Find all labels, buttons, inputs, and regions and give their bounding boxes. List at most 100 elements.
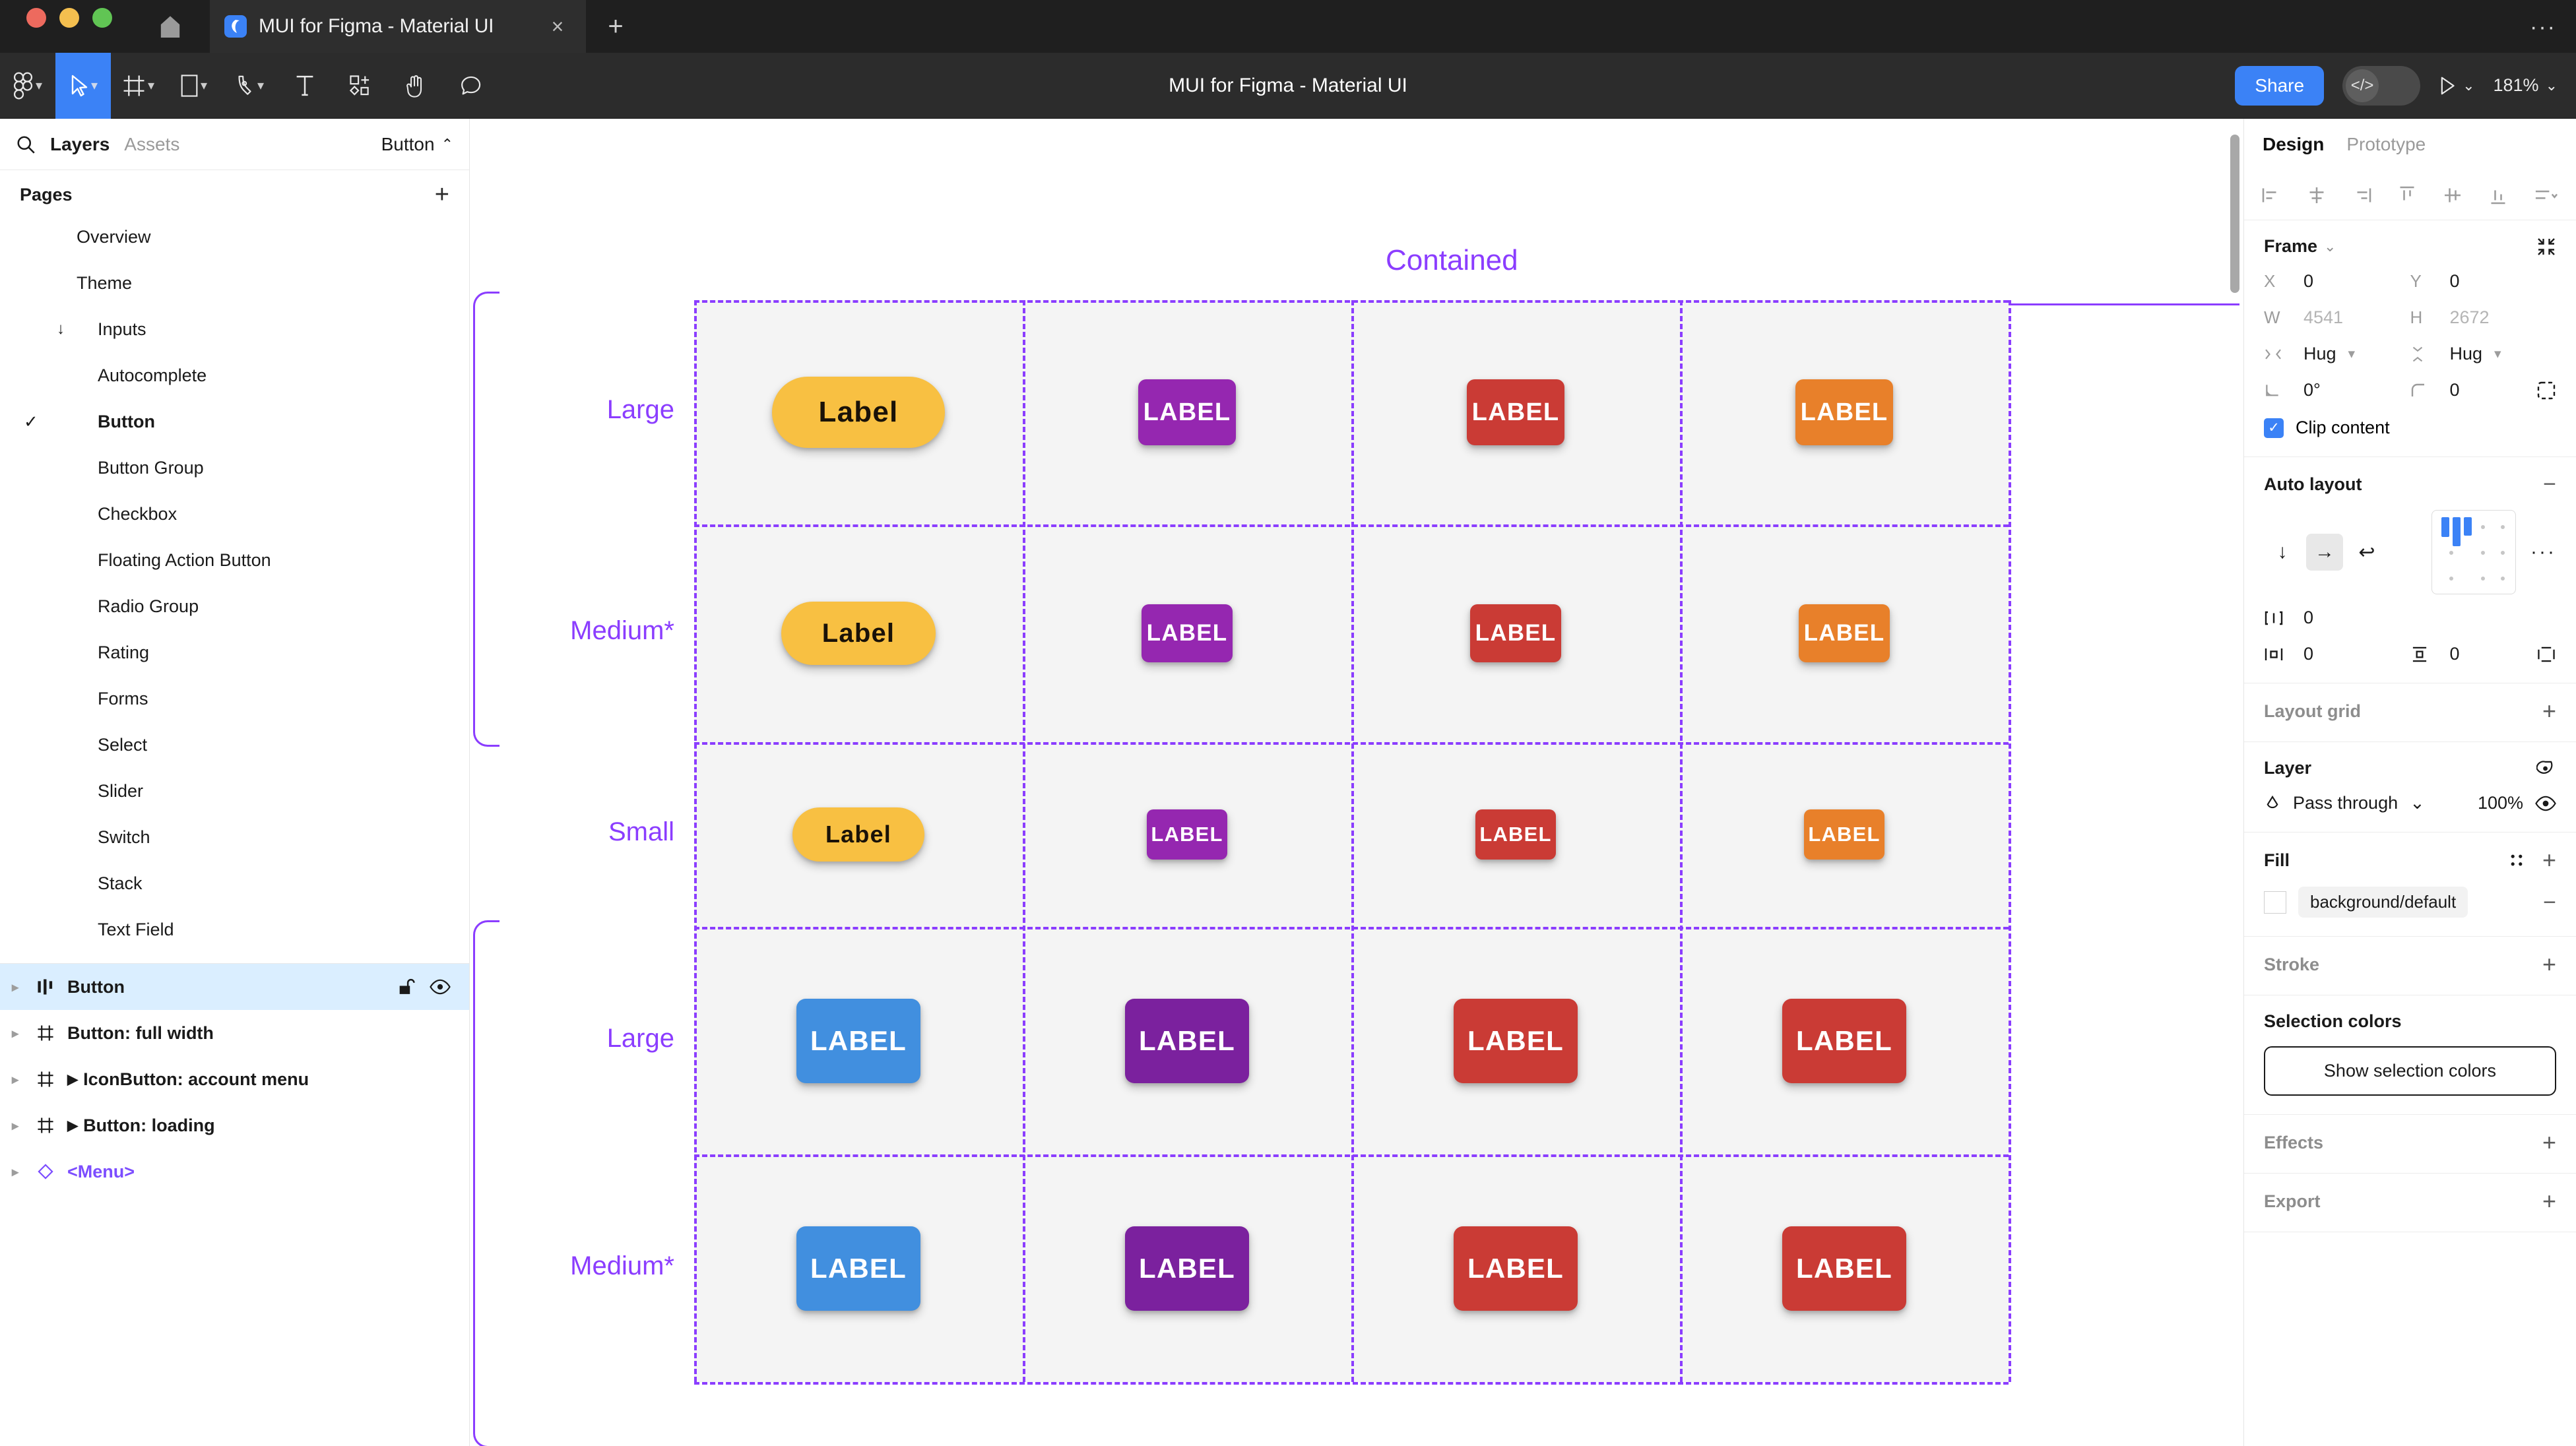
page-item-floating-action-button[interactable]: Floating Action Button <box>0 537 469 583</box>
add-effect-button[interactable]: + <box>2542 1129 2556 1156</box>
align-horizontal-center-icon[interactable] <box>2307 185 2327 205</box>
expand-layer-icon[interactable]: ▸ <box>11 980 19 995</box>
clip-content-checkbox[interactable]: ✓ <box>2264 418 2284 438</box>
resources-tool[interactable] <box>333 53 388 119</box>
close-window-button[interactable] <box>26 8 46 28</box>
close-tab-button[interactable]: × <box>551 14 564 38</box>
page-item-overview[interactable]: Overview <box>0 214 469 260</box>
maximize-window-button[interactable] <box>92 8 112 28</box>
page-item-rating[interactable]: Rating <box>0 629 469 676</box>
frame-tool[interactable]: ▾ <box>111 53 166 119</box>
mui-button[interactable]: LABEL <box>1467 379 1564 445</box>
page-item-theme[interactable]: Theme <box>0 260 469 306</box>
direction-wrap-button[interactable]: ↩ <box>2358 541 2375 563</box>
move-tool[interactable]: ▾ <box>55 52 111 119</box>
mui-button[interactable]: LABEL <box>1454 1226 1578 1311</box>
minimize-window-button[interactable] <box>59 8 79 28</box>
individual-padding-icon[interactable] <box>2536 646 2556 663</box>
text-tool[interactable] <box>277 53 333 119</box>
vertical-padding-field[interactable]: 0 <box>2410 644 2557 664</box>
chevron-down-icon[interactable]: ⌄ <box>2324 237 2336 255</box>
auto-layout-more-button[interactable]: ··· <box>2530 541 2556 563</box>
mui-button[interactable]: LABEL <box>1804 809 1884 860</box>
mui-button[interactable]: Label <box>781 602 936 665</box>
horizontal-padding-field[interactable]: 0 <box>2264 644 2410 664</box>
canvas-vertical-scrollbar[interactable] <box>2230 135 2239 293</box>
page-item-forms[interactable]: Forms <box>0 676 469 722</box>
mui-button[interactable]: LABEL <box>1125 1226 1249 1311</box>
mui-button[interactable]: LABEL <box>796 1226 920 1311</box>
figma-canvas[interactable]: Contained Primary*SecondaryErrorWarningL… <box>470 119 2243 1446</box>
horizontal-resizing-field[interactable]: Hug▾ <box>2264 344 2410 364</box>
show-selection-colors-button[interactable]: Show selection colors <box>2264 1046 2556 1096</box>
browser-menu-button[interactable]: ··· <box>2530 15 2556 40</box>
comment-tool[interactable] <box>443 53 499 119</box>
layer-row[interactable]: ▸<Menu> <box>0 1148 469 1195</box>
mui-button[interactable]: LABEL <box>1470 604 1561 662</box>
mui-button[interactable]: LABEL <box>1138 379 1236 445</box>
mui-button[interactable]: LABEL <box>1795 379 1893 445</box>
styles-icon[interactable] <box>2508 852 2525 869</box>
align-vertical-center-icon[interactable] <box>2443 185 2463 205</box>
page-item-slider[interactable]: Slider <box>0 768 469 814</box>
shape-tool[interactable]: ▾ <box>166 53 222 119</box>
clip-content-row[interactable]: ✓ Clip content <box>2264 418 2556 438</box>
hand-tool[interactable] <box>388 53 443 119</box>
vertical-resizing-field[interactable]: Hug▾ <box>2410 344 2557 364</box>
fill-swatch[interactable] <box>2264 891 2286 914</box>
page-item-button[interactable]: ✓Button <box>0 398 469 445</box>
opacity-value[interactable]: 100% <box>2477 793 2523 813</box>
distribute-icon[interactable] <box>2534 185 2559 205</box>
add-export-button[interactable]: + <box>2542 1187 2556 1214</box>
gap-field[interactable]: 0 <box>2264 608 2410 628</box>
layer-row[interactable]: ▸▶Button: loading <box>0 1102 469 1148</box>
collapse-icon[interactable] <box>2536 237 2556 257</box>
mui-button[interactable]: LABEL <box>1454 998 1578 1083</box>
page-item-switch[interactable]: Switch <box>0 814 469 860</box>
align-top-icon[interactable] <box>2397 185 2417 205</box>
share-button[interactable]: Share <box>2235 65 2325 106</box>
new-tab-button[interactable]: + <box>608 11 624 41</box>
present-button[interactable]: ⌄ <box>2439 76 2475 96</box>
page-item-checkbox[interactable]: Checkbox <box>0 491 469 537</box>
align-bottom-icon[interactable] <box>2488 185 2508 205</box>
dev-mode-toggle[interactable]: </> <box>2342 65 2421 106</box>
blend-mode-row[interactable]: Pass through ⌄ 100% <box>2264 793 2556 813</box>
mui-button[interactable]: LABEL <box>1782 998 1906 1083</box>
alignment-picker[interactable] <box>2431 510 2516 594</box>
fill-item[interactable]: background/default − <box>2264 887 2556 918</box>
page-item-radio-group[interactable]: Radio Group <box>0 583 469 629</box>
page-item-select[interactable]: Select <box>0 722 469 768</box>
remove-fill-button[interactable]: − <box>2543 889 2556 915</box>
align-left-icon[interactable] <box>2261 185 2281 205</box>
tab-layers[interactable]: Layers <box>50 133 110 154</box>
browser-tab[interactable]: MUI for Figma - Material UI × <box>210 0 586 53</box>
mui-button[interactable]: LABEL <box>1147 809 1227 860</box>
add-page-button[interactable]: + <box>434 181 449 208</box>
figma-menu-button[interactable]: ▾ <box>0 53 55 119</box>
eye-icon[interactable] <box>430 979 451 995</box>
unlock-icon[interactable] <box>397 978 415 996</box>
current-page-selector[interactable]: Button ⌃ <box>381 134 453 155</box>
mask-icon[interactable] <box>2536 760 2556 777</box>
mui-button[interactable]: LABEL <box>1142 604 1233 662</box>
page-item-text-field[interactable]: Text Field <box>0 906 469 953</box>
mui-button[interactable]: Label <box>792 807 924 862</box>
align-right-icon[interactable] <box>2352 185 2372 205</box>
mui-button[interactable]: LABEL <box>1475 809 1556 860</box>
search-icon[interactable] <box>16 135 36 154</box>
page-item-autocomplete[interactable]: Autocomplete <box>0 352 469 398</box>
expand-layer-icon[interactable]: ▸ <box>11 1026 19 1041</box>
layer-row[interactable]: ▸Button: full width <box>0 1010 469 1056</box>
add-stroke-button[interactable]: + <box>2542 951 2556 978</box>
mui-button[interactable]: LABEL <box>1125 998 1249 1083</box>
home-icon[interactable] <box>131 0 210 53</box>
corner-radius-field[interactable]: 0 <box>2410 380 2557 400</box>
layer-row[interactable]: ▸Button <box>0 964 469 1010</box>
expand-layer-icon[interactable]: ▸ <box>11 1164 19 1179</box>
tab-design[interactable]: Design <box>2263 134 2325 154</box>
remove-auto-layout-button[interactable]: − <box>2543 472 2556 497</box>
